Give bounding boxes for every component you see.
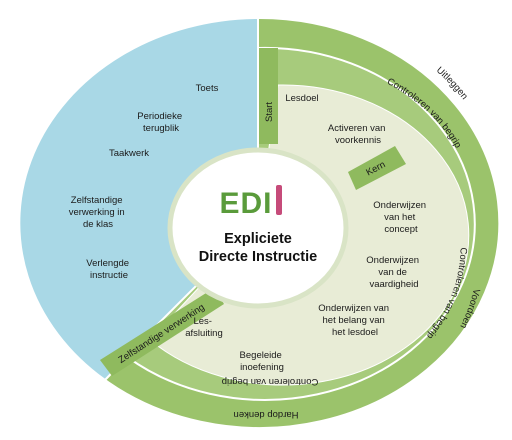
outer-ring-bottom: Hardop denken xyxy=(234,409,299,420)
item-les-afsluiting: Les- afsluiting xyxy=(185,316,223,339)
kern-strip xyxy=(348,146,406,190)
stage-start: Start xyxy=(264,102,275,122)
item-lesdoel: Lesdoel xyxy=(285,93,318,104)
left-blue-segment xyxy=(18,16,259,382)
item-toets: Toets xyxy=(196,83,219,94)
item-onderwijzen-belang: Onderwijzen van het belang van het lesdo… xyxy=(318,303,391,338)
center-circle xyxy=(167,147,349,309)
item-verlengde-instructie: Verlengde instructie xyxy=(86,258,131,281)
item-taakwerk: Taakwerk xyxy=(109,148,149,159)
center-title-line2: Directe Instructie xyxy=(199,249,317,265)
start-strip xyxy=(258,48,278,144)
item-onderwijzen-vaardigheid: Onderwijzen van de vaardigheid xyxy=(366,255,421,290)
mid-ring-bottom: Controleren van begrip xyxy=(222,376,319,387)
item-activeren-voorkennis: Activeren van voorkennis xyxy=(328,123,388,146)
zelfstandige-strip xyxy=(100,288,224,376)
edi-logo: EDI xyxy=(219,185,282,220)
item-begeleide-inoefening: Begeleide inoefening xyxy=(240,350,285,373)
item-zelfstandige-verwerking: Zelfstandige verwerking in de klas xyxy=(69,195,128,230)
center-title-line1: Expliciete xyxy=(224,231,292,247)
logo-text: EDI xyxy=(219,187,272,220)
item-periodieke-terugblik: Periodieke terugblik xyxy=(137,111,185,134)
item-onderwijzen-concept: Onderwijzen van het concept xyxy=(373,200,428,235)
